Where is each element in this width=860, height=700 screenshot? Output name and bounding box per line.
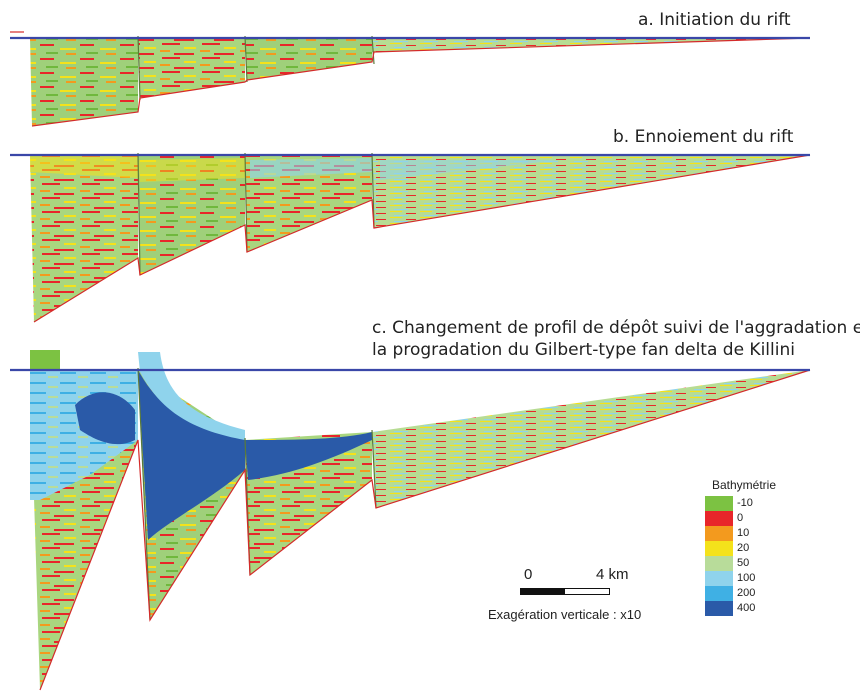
legend-label: 10	[737, 527, 750, 539]
legend-label: 400	[737, 602, 756, 614]
scale-end-label: 4 km	[596, 566, 629, 583]
legend-item: 100	[705, 571, 785, 586]
legend-item: 10	[705, 526, 785, 541]
legend-item: -10	[705, 496, 785, 511]
legend-swatch	[705, 511, 733, 526]
legend-label: 100	[737, 572, 756, 584]
legend-item: 200	[705, 586, 785, 601]
scale-bar-white-segment	[564, 588, 610, 595]
legend-label: 50	[737, 557, 750, 569]
panel-b-block-3-top	[250, 158, 372, 178]
legend-swatch	[705, 601, 733, 616]
legend-item: 50	[705, 556, 785, 571]
panel-b-block-1	[30, 155, 138, 322]
legend-label: 20	[737, 542, 750, 554]
legend-label: -10	[737, 497, 753, 509]
panel-c-block-1-top-green	[30, 350, 60, 370]
panel-b-block-2	[138, 155, 245, 275]
panel-c-block-2-rim	[138, 352, 245, 440]
legend-label: 200	[737, 587, 756, 599]
legend-item: 400	[705, 601, 785, 616]
panel-c-block-1-deep	[75, 392, 135, 445]
panel-b-section	[10, 152, 811, 323]
legend-title: Bathymétrie	[711, 478, 777, 492]
panel-a-section	[10, 31, 811, 127]
panel-b-block-2-top	[138, 158, 245, 182]
legend-swatch	[705, 571, 733, 586]
scale-bar-black-segment	[520, 588, 566, 595]
panel-a-block-3	[245, 38, 372, 80]
panel-a-title: a. Initiation du rift	[638, 10, 791, 30]
panel-b-title: b. Ennoiement du rift	[613, 127, 794, 147]
panel-c-title-line-1: c. Changement de profil de dépôt suivi d…	[372, 318, 860, 338]
panel-b-block-3	[245, 155, 372, 252]
legend-swatch	[705, 556, 733, 571]
legend-label: 0	[737, 512, 744, 524]
panel-c-block-2-fill	[138, 370, 245, 540]
legend-swatch	[705, 526, 733, 541]
legend-swatch	[705, 586, 733, 601]
panel-b-block-1-top	[30, 155, 138, 178]
panel-c-section	[10, 350, 811, 691]
legend-swatch	[705, 496, 733, 511]
vertical-exaggeration-note: Exagération verticale : x10	[488, 607, 642, 622]
panel-c-block-3-fill	[245, 432, 372, 480]
legend-item: 0	[705, 511, 785, 526]
scale-start-label: 0	[524, 566, 533, 583]
panel-c-title-line-2: la progradation du Gilbert-type fan delt…	[372, 340, 795, 360]
legend-swatch	[705, 541, 733, 556]
scale-bar: 0 4 km	[518, 566, 648, 606]
legend-item: 20	[705, 541, 785, 556]
panel-a-block-1	[30, 38, 138, 126]
panel-b-block-4-top	[380, 160, 560, 180]
panel-a-block-2	[138, 38, 245, 98]
